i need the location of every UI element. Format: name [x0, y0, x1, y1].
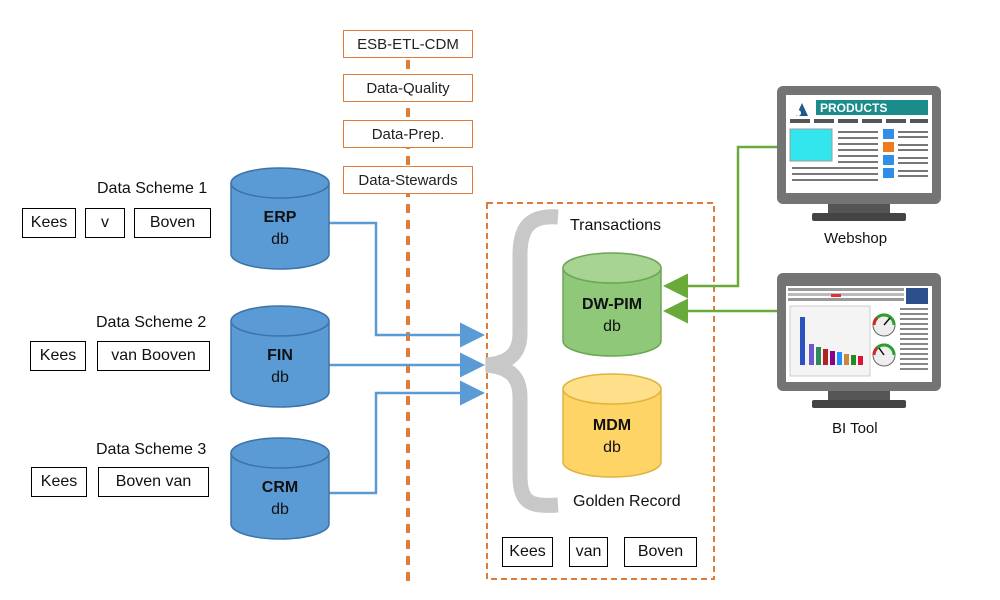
- data-scheme-title-2: Data Scheme 2: [96, 314, 207, 331]
- db-name-erp: ERP: [263, 209, 297, 226]
- webshop-label: Webshop: [824, 230, 888, 247]
- db-name-mdm: MDM: [592, 417, 632, 434]
- hub-boundary: [486, 202, 715, 580]
- name-part-box-2: v: [85, 208, 125, 238]
- name-part-box-3: Boven: [134, 208, 211, 238]
- process-label-esb-etl-cdm: ESB-ETL-CDM: [343, 30, 473, 58]
- name-part-box-2: Boven van: [98, 467, 209, 497]
- db-cylinder-dw-pim: DW-PIM db: [562, 252, 662, 357]
- db-type: db: [271, 501, 289, 518]
- db-type: db: [271, 231, 289, 248]
- name-part-box-1: Kees: [31, 467, 87, 497]
- db-type: db: [603, 439, 621, 456]
- process-label-data-quality: Data-Quality: [343, 74, 473, 102]
- process-label-data-prep: Data-Prep.: [343, 120, 473, 148]
- label-golden-record: Golden Record: [573, 493, 681, 510]
- golden-name-box-1: Kees: [502, 537, 553, 567]
- db-type: db: [603, 318, 621, 335]
- db-name-dw-pim: DW-PIM: [581, 296, 643, 313]
- arrow-erp-to-hub: [328, 221, 485, 348]
- webshop-monitor: PRODUCTS: [776, 85, 942, 225]
- name-part-box-1: Kees: [22, 208, 76, 238]
- name-part-box-1: Kees: [30, 341, 86, 371]
- data-scheme-title-1: Data Scheme 1: [97, 180, 208, 197]
- bi-tool-monitor: [776, 272, 942, 414]
- db-name-fin: FIN: [267, 347, 293, 364]
- data-scheme-title-3: Data Scheme 3: [96, 441, 207, 458]
- arrow-webshop-to-dw: [663, 145, 778, 299]
- db-cylinder-fin: FIN db: [230, 305, 330, 408]
- webshop-screen-title: PRODUCTS: [820, 101, 887, 115]
- db-cylinder-erp: ERP db: [230, 167, 330, 270]
- curly-brace: [485, 209, 559, 513]
- golden-name-box-3: Boven: [624, 537, 697, 567]
- db-name-crm: CRM: [261, 479, 299, 496]
- db-type: db: [271, 369, 289, 386]
- name-part-box-2: van Booven: [97, 341, 210, 371]
- db-cylinder-crm: CRM db: [230, 437, 330, 540]
- db-cylinder-mdm: MDM db: [562, 373, 662, 478]
- golden-name-box-2: van: [569, 537, 608, 567]
- arrow-crm-to-hub: [328, 380, 485, 495]
- bi-tool-label: BI Tool: [832, 420, 878, 437]
- label-transactions: Transactions: [570, 217, 661, 234]
- process-label-data-stewards: Data-Stewards: [343, 166, 473, 194]
